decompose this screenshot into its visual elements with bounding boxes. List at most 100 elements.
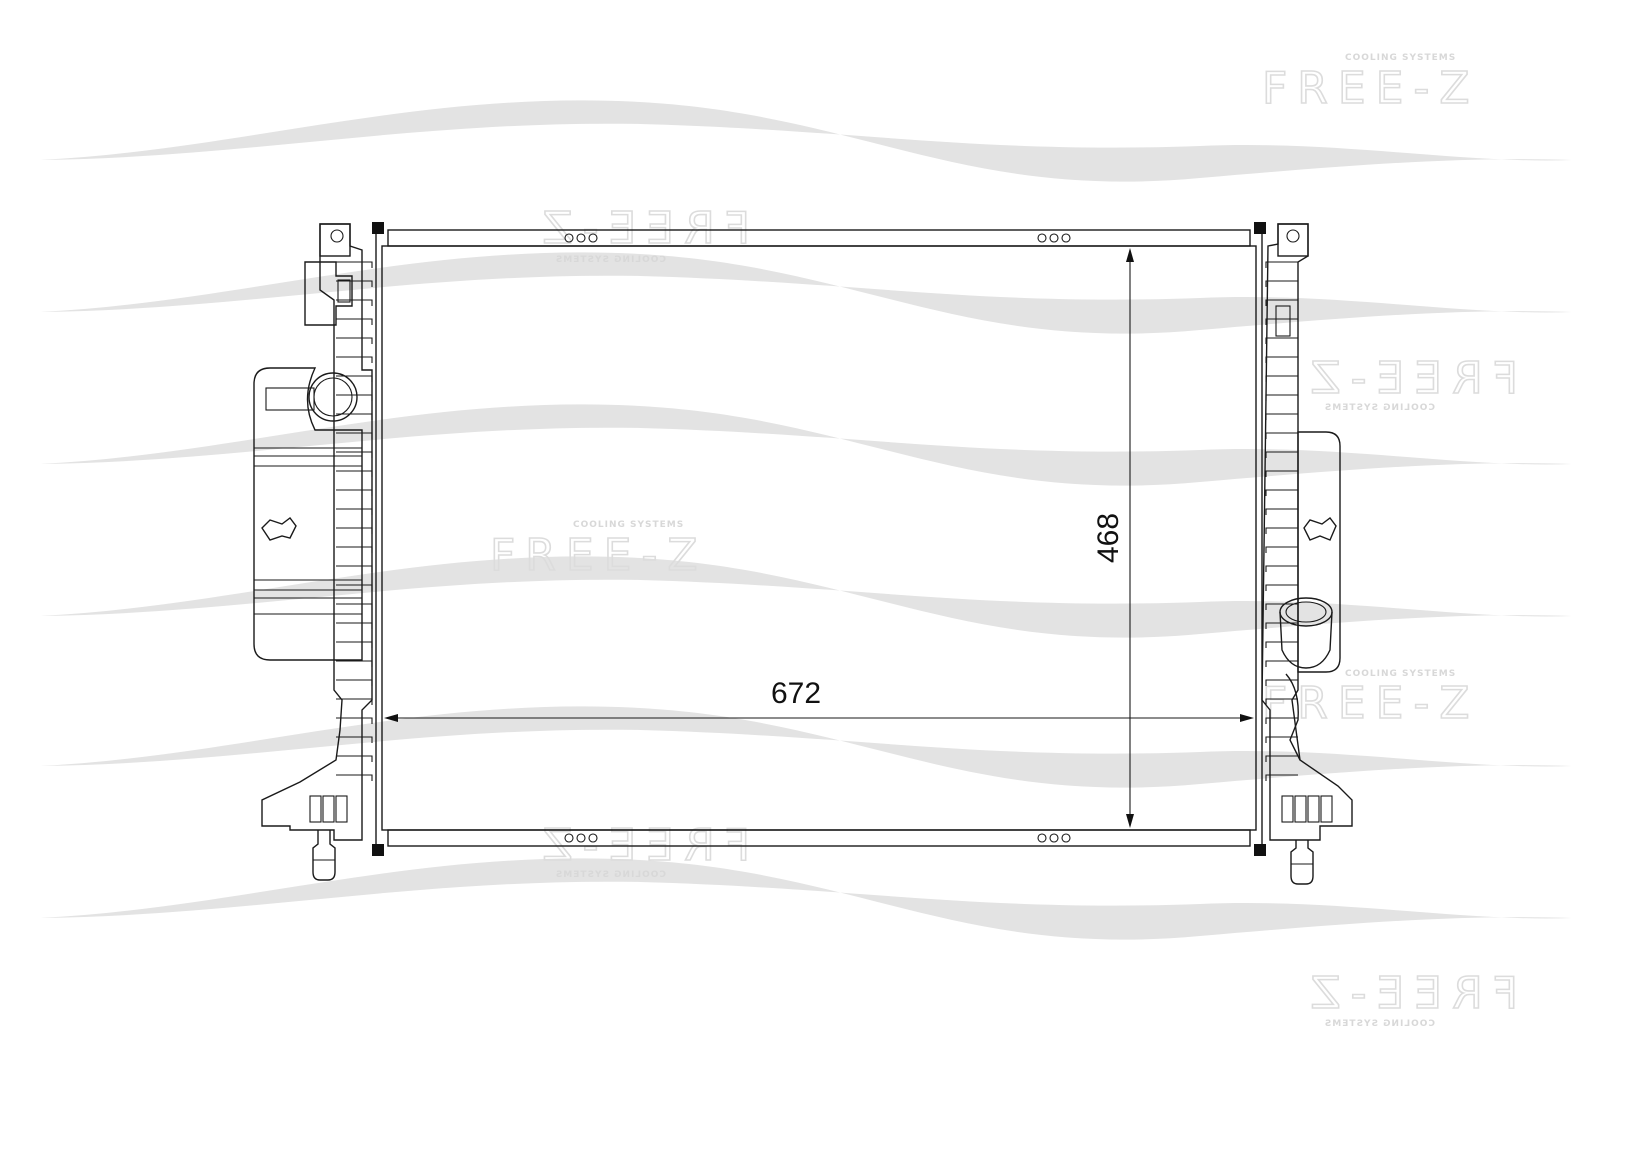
height-dimension: 468: [1092, 248, 1134, 828]
tank-rib: [1265, 565, 1298, 572]
tank-rib: [1265, 698, 1298, 705]
left-chamber-badge: [261, 517, 297, 541]
tank-rib: [1265, 451, 1298, 458]
tank-rib: [336, 451, 373, 458]
tank-rib: [1265, 432, 1298, 439]
tank-rib: [336, 261, 373, 268]
mounting-hole: [1286, 229, 1300, 243]
tank-rib: [1265, 736, 1298, 743]
watermark-waves: [40, 100, 1572, 940]
corner-block: [1254, 844, 1266, 856]
corner-block: [1254, 222, 1266, 234]
top-strip-holes-right: [1037, 233, 1071, 243]
right-chamber-badge: [1303, 517, 1337, 541]
watermark-tagline: COOLING SYSTEMS: [1324, 1019, 1435, 1029]
watermark-wave: [40, 252, 1572, 334]
tank-rib: [336, 755, 373, 762]
left-bottom-grille: [309, 795, 348, 823]
watermark-tagline: COOLING SYSTEMS: [555, 255, 666, 265]
tank-rib: [336, 337, 373, 344]
tank-rib: [336, 280, 373, 287]
tank-rib: [336, 394, 373, 401]
tank-rib: [336, 641, 373, 648]
watermark-brand: FREE-Z: [1262, 63, 1480, 114]
watermark-tagline: COOLING SYSTEMS: [573, 520, 684, 530]
tank-rib: [1265, 717, 1298, 724]
tank-rib: [1265, 261, 1298, 268]
tank-rib: [336, 299, 373, 306]
tank-rib: [336, 698, 373, 705]
tank-rib: [336, 413, 373, 420]
left-inlet-pipe-inner: [313, 377, 353, 417]
tank-rib: [1265, 774, 1298, 781]
watermark-brand: FREE-Z: [1300, 353, 1518, 404]
tank-rib: [336, 356, 373, 363]
right-outlet-pipe: [1279, 597, 1333, 669]
watermark-logo: COOLING SYSTEMS FREE-Z: [489, 520, 698, 582]
tank-rib: [1265, 641, 1298, 648]
bottom-header-strip: [387, 829, 1251, 847]
watermark-wave: [40, 556, 1572, 638]
right-drain-spigot: [1290, 840, 1314, 885]
right-tank: [1261, 223, 1353, 885]
tank-rib: [336, 660, 373, 667]
width-dimension-label: 672: [771, 677, 821, 710]
left-chamber-bands: [254, 447, 362, 615]
left-inlet-pipe: [308, 372, 358, 422]
watermark-brand: FREE-Z: [1262, 678, 1480, 729]
left-tank-ribs: [336, 261, 373, 781]
height-dimension-label: 468: [1092, 513, 1125, 563]
tank-rib: [336, 774, 373, 781]
tank-rib: [1265, 546, 1298, 553]
bottom-strip-holes-left: [564, 833, 598, 843]
watermark-wave: [40, 858, 1572, 940]
tank-rib: [1265, 755, 1298, 762]
left-tank-body: [261, 223, 373, 841]
tank-rib: [1265, 508, 1298, 515]
corner-block: [372, 222, 384, 234]
tank-rib: [1265, 679, 1298, 686]
watermark-tagline: COOLING SYSTEMS: [1345, 669, 1456, 679]
tank-rib: [336, 622, 373, 629]
tank-rib: [336, 546, 373, 553]
core-outline: [381, 245, 1257, 831]
tank-rib: [1265, 603, 1298, 610]
tank-rib: [1265, 337, 1298, 344]
watermark-logo: COOLING SYSTEMS FREE-Z: [1261, 53, 1480, 115]
right-sensor-port: [1275, 305, 1291, 337]
tank-rib: [1265, 299, 1298, 306]
watermark-wave: [40, 404, 1572, 486]
tank-rib: [336, 470, 373, 477]
watermark-tagline: COOLING SYSTEMS: [555, 870, 666, 880]
tank-rib: [336, 432, 373, 439]
watermark-wave: [40, 706, 1572, 788]
right-tank-ribs: [1265, 261, 1298, 781]
tank-rib: [1265, 394, 1298, 401]
watermark-logo-mirrored: FREE-Z COOLING SYSTEMS: [1300, 967, 1519, 1029]
tank-rib: [1265, 356, 1298, 363]
watermark-brand: FREE-Z: [1300, 968, 1518, 1019]
tank-rib: [336, 318, 373, 325]
tank-rib: [1265, 489, 1298, 496]
radiator-core: [372, 222, 1266, 856]
left-connector-inner: [337, 279, 351, 303]
tank-rib: [336, 527, 373, 534]
top-strip-holes-left: [564, 233, 598, 243]
watermark-wave: [40, 100, 1572, 182]
right-expansion-chamber: [1297, 431, 1341, 673]
left-connector-box: [304, 261, 353, 326]
tank-rib: [336, 584, 373, 591]
tank-rib: [336, 736, 373, 743]
watermark-logo-mirrored: FREE-Z COOLING SYSTEMS: [1300, 352, 1519, 413]
tank-rib: [336, 508, 373, 515]
tank-rib: [336, 375, 373, 382]
tank-rib: [1265, 470, 1298, 477]
mounting-hole: [330, 229, 344, 243]
tank-rib: [1265, 527, 1298, 534]
tank-rib: [1265, 375, 1298, 382]
tank-rib: [1265, 622, 1298, 629]
tank-rib: [336, 489, 373, 496]
tank-rib: [1265, 318, 1298, 325]
tank-rib: [1265, 660, 1298, 667]
